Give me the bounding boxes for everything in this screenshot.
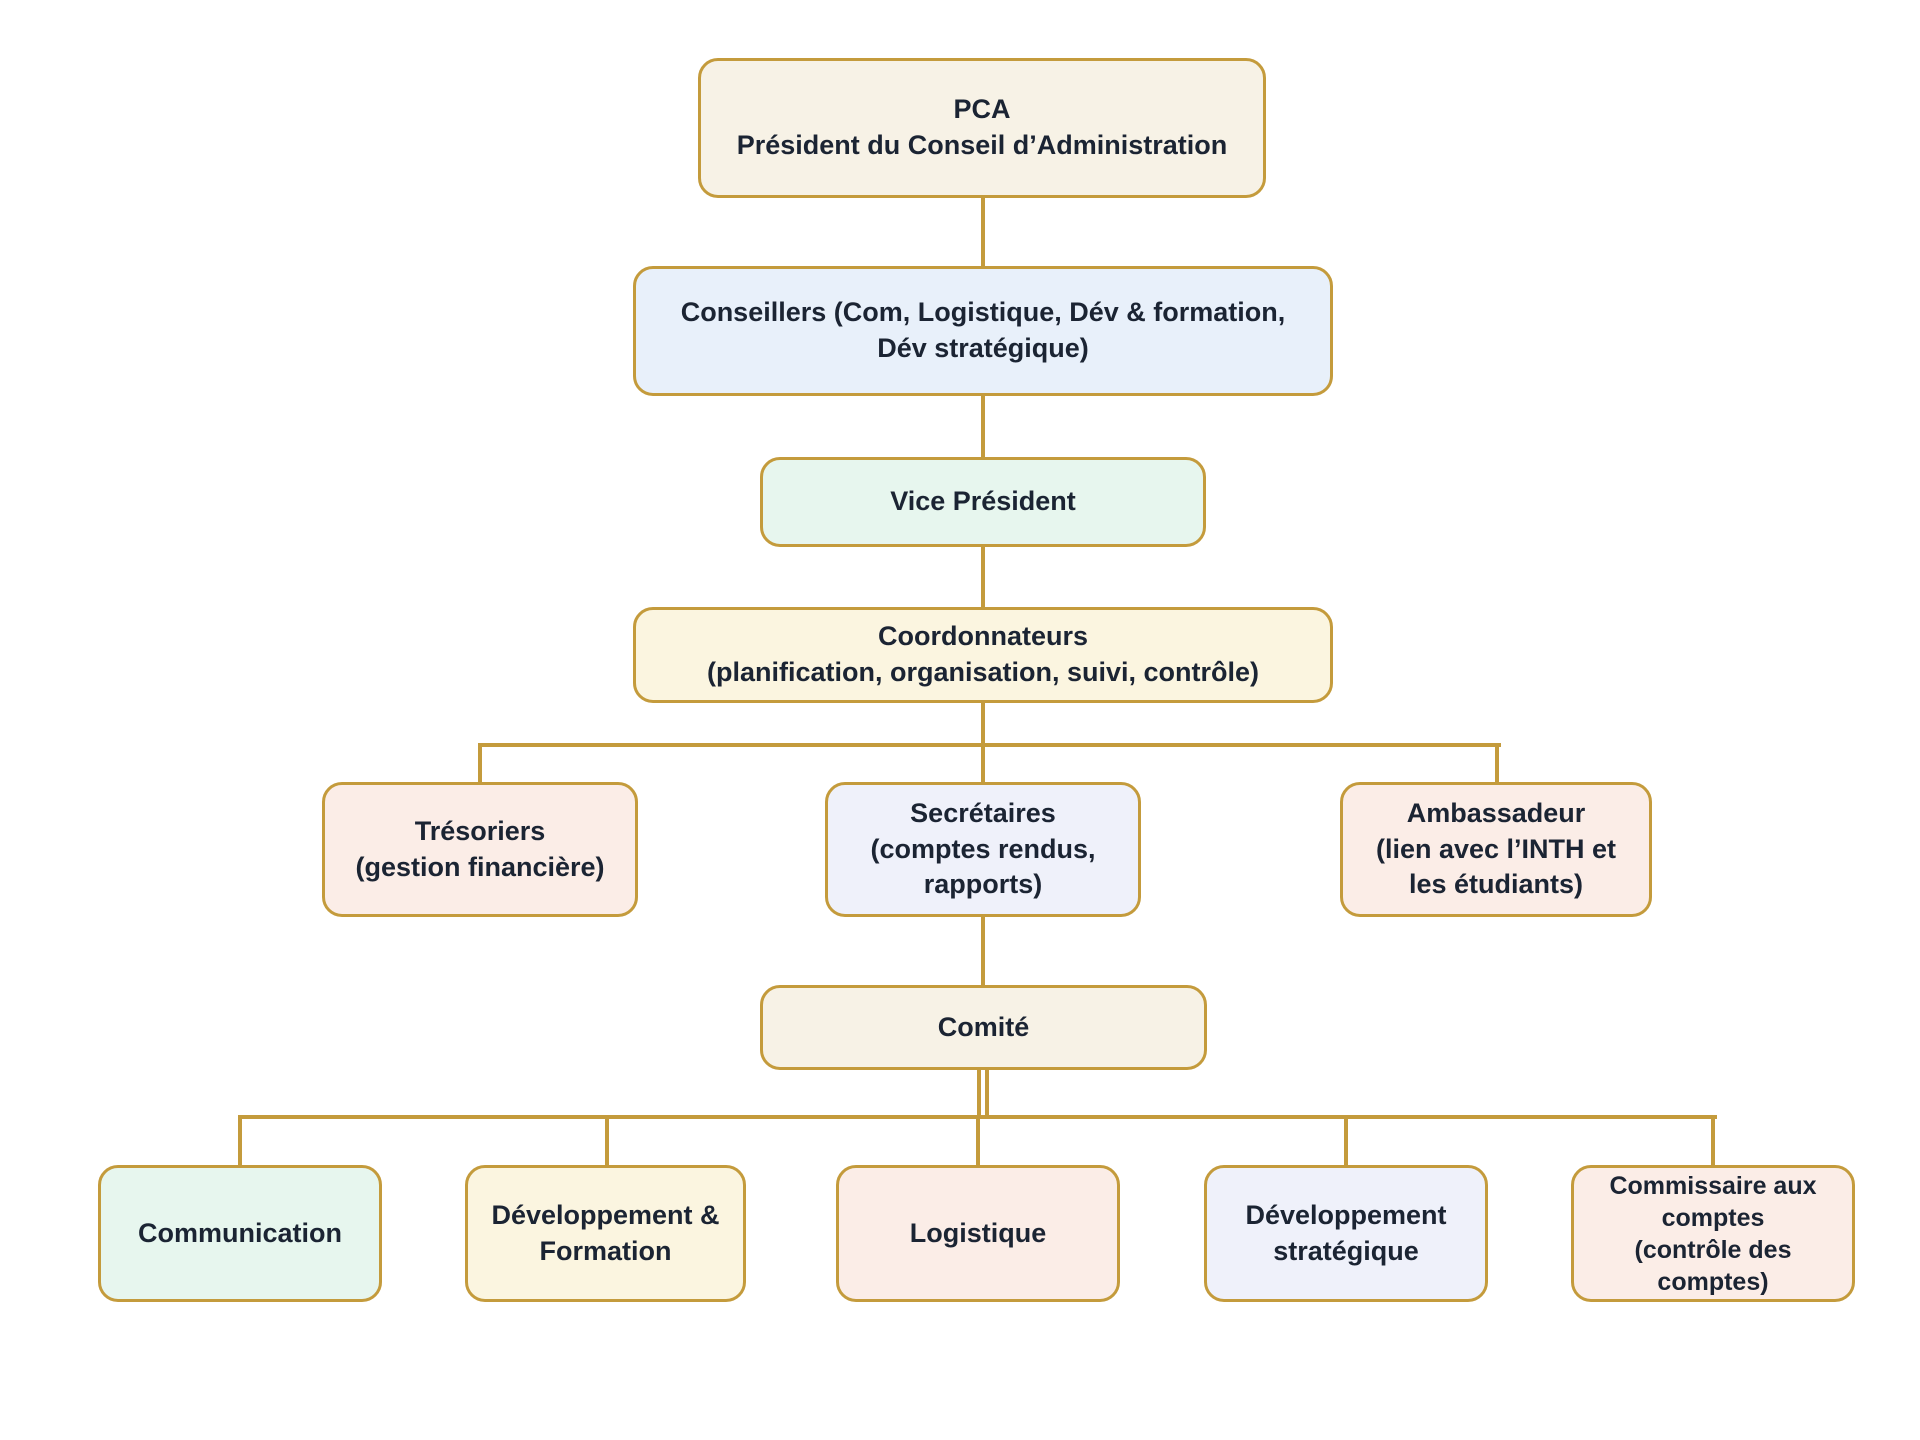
node-ambassadeur: Ambassadeur (lien avec l’INTH et les étu…	[1340, 782, 1652, 917]
connector-drop-dev-strategique	[1344, 1115, 1348, 1167]
node-logistique: Logistique	[836, 1165, 1120, 1302]
connector-drop-logistique	[976, 1115, 980, 1167]
node-vice-president-label: Vice Président	[890, 486, 1076, 517]
connector-comite-branch-double-left	[977, 1068, 981, 1118]
node-coordonnateurs: Coordonnateurs (planification, organisat…	[633, 607, 1333, 703]
connector-drop-communication	[238, 1115, 242, 1167]
node-coordonnateurs-label: Coordonnateurs (planification, organisat…	[706, 621, 1260, 687]
node-commissaire-label: Commissaire aux comptes (contrôle des co…	[1609, 1171, 1817, 1296]
node-dev-formation: Développement & Formation	[465, 1165, 746, 1302]
node-communication: Communication	[98, 1165, 382, 1302]
node-secretaires-label: Secrétaires (comptes rendus, rapports)	[870, 798, 1096, 900]
node-dev-strategique-label: Développement stratégique	[1245, 1199, 1447, 1266]
connector-drop-tresoriers	[478, 743, 482, 785]
node-conseillers-label: Conseillers (Com, Logistique, Dév & form…	[680, 297, 1286, 363]
node-comite: Comité	[760, 985, 1207, 1070]
connector-coordonnateurs-branch	[981, 701, 985, 745]
connector-comite-branch-double-right	[985, 1068, 989, 1118]
connector-conseillers-vp	[981, 394, 985, 459]
node-commissaire: Commissaire aux comptes (contrôle des co…	[1571, 1165, 1855, 1302]
node-conseillers: Conseillers (Com, Logistique, Dév & form…	[633, 266, 1333, 396]
node-dev-strategique: Développement stratégique	[1204, 1165, 1488, 1302]
node-logistique-label: Logistique	[909, 1217, 1047, 1248]
node-pca: PCA Président du Conseil d’Administratio…	[698, 58, 1266, 198]
node-ambassadeur-label: Ambassadeur (lien avec l’INTH et les étu…	[1375, 798, 1617, 900]
connector-drop-ambassadeur	[1495, 743, 1499, 785]
connector-drop-commissaire	[1711, 1115, 1715, 1167]
connector-drop-secretaires	[981, 743, 985, 785]
connector-secretaires-comite	[981, 915, 985, 987]
connector-pca-conseillers	[981, 196, 985, 268]
node-pca-label: PCA Président du Conseil d’Administratio…	[736, 94, 1228, 160]
node-dev-formation-label: Développement & Formation	[491, 1199, 720, 1266]
node-tresoriers-label: Trésoriers (gestion financière)	[355, 815, 605, 882]
node-comite-label: Comité	[937, 1011, 1030, 1042]
connector-vp-coordonnateurs	[981, 545, 985, 609]
node-communication-label: Communication	[137, 1217, 342, 1248]
connector-drop-dev-formation	[605, 1115, 609, 1167]
node-tresoriers: Trésoriers (gestion financière)	[322, 782, 638, 917]
branch-line-middle	[478, 743, 1501, 747]
node-vice-president: Vice Président	[760, 457, 1206, 547]
node-secretaires: Secrétaires (comptes rendus, rapports)	[825, 782, 1141, 917]
